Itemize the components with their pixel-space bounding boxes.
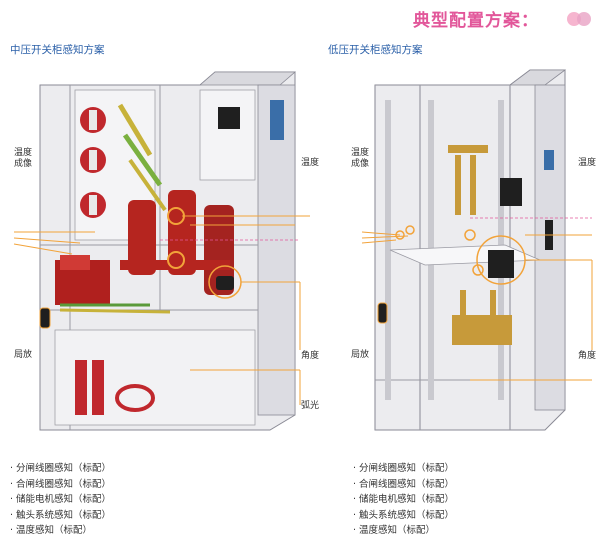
- decorative-dots-icon: [567, 12, 591, 26]
- page-heading: 典型配置方案：: [413, 11, 539, 31]
- list-item: · 合闸线圈感知（标配）: [10, 478, 112, 490]
- list-item: · 合闸线圈感知（标配）: [353, 478, 455, 490]
- mv-label-angle: 角度: [301, 351, 320, 361]
- mv-label-temp-image: 温度成像: [14, 148, 33, 169]
- low-voltage-cabinet-illustration: [361, 69, 593, 431]
- mv-label-arc: 弧光: [301, 401, 320, 411]
- list-item: · 储能电机感知（标配）: [10, 494, 112, 506]
- lv-label-pd: 局放: [351, 350, 370, 360]
- medium-voltage-cabinet-illustration: [13, 71, 310, 431]
- lv-label-angle: 角度: [578, 351, 597, 361]
- lv-feature-list: · 分闸线圈感知（标配） · 合闸线圈感知（标配） · 储能电机感知（标配） ·…: [353, 461, 454, 539]
- mv-label-temp: 温度: [301, 158, 320, 168]
- list-item: · 分闸线圈感知（标配）: [10, 463, 112, 474]
- list-item: · 温度感知（标配）: [353, 525, 436, 537]
- list-item: · 触头系统感知（标配）: [353, 509, 455, 521]
- list-item: · 储能电机感知（标配）: [353, 494, 455, 506]
- low-voltage-title: 低压开关柜感知方案: [328, 44, 423, 56]
- list-item: · 触头系统感知（标配）: [10, 509, 112, 521]
- lv-label-temp-image: 温度成像: [351, 148, 370, 169]
- mv-label-pd: 局放: [14, 350, 33, 360]
- medium-voltage-title: 中压开关柜感知方案: [10, 44, 105, 56]
- list-item: · 温度感知（标配）: [10, 525, 93, 537]
- lv-label-temp: 温度: [578, 158, 597, 168]
- mv-feature-list: · 分闸线圈感知（标配） · 合闸线圈感知（标配） · 储能电机感知（标配） ·…: [10, 461, 111, 539]
- list-item: · 分闸线圈感知（标配）: [353, 463, 455, 474]
